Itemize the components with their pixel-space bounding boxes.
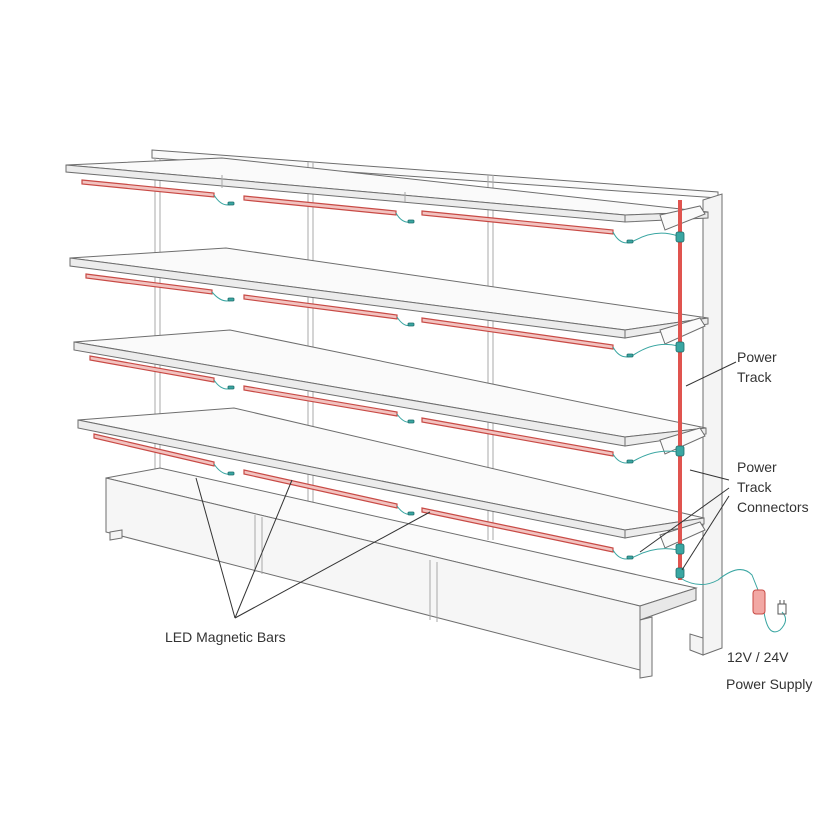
connector-icon — [626, 555, 634, 560]
side-upright — [689, 193, 723, 656]
shelf-row-1 — [65, 157, 709, 231]
led-bars-label: LED Magnetic Bars — [165, 629, 286, 645]
back-panel — [151, 149, 719, 540]
leader-lines — [195, 361, 737, 619]
connectors-label-line-1: Power — [737, 459, 777, 475]
track-connector-icon — [675, 567, 685, 579]
voltage-label: 12V / 24V — [727, 649, 789, 665]
power-track — [675, 200, 685, 580]
led-bar — [421, 507, 614, 553]
connector-icon — [227, 385, 235, 390]
connector-icon — [407, 322, 415, 327]
connectors-label-line-3: Connectors — [737, 499, 809, 515]
power-supply-label: Power Supply — [726, 676, 812, 692]
led-magnetic-bars — [81, 179, 614, 553]
led-bar — [81, 179, 215, 198]
connector-icon — [407, 219, 415, 224]
connector-icon — [407, 511, 415, 516]
led-bar — [89, 355, 215, 383]
connector-icon — [227, 201, 235, 206]
shelf-row-3 — [73, 329, 707, 455]
connector-icon — [227, 297, 235, 302]
led-bar — [243, 385, 398, 417]
connector-icon — [227, 471, 235, 476]
led-bar — [243, 195, 397, 216]
connector-icon — [407, 419, 415, 424]
shelf-row-4 — [77, 407, 706, 549]
led-bar — [243, 294, 398, 320]
labels: Power Track Power Track Connectors LED M… — [165, 349, 812, 692]
led-bar — [421, 210, 614, 235]
connector-icon — [626, 353, 634, 358]
base-cabinets — [105, 467, 698, 679]
connectors-label-line-2: Track — [737, 479, 772, 495]
power-track-label-line-1: Power — [737, 349, 777, 365]
track-connector-icon — [675, 341, 685, 353]
wiring — [211, 194, 786, 633]
led-bar — [93, 433, 215, 467]
shelf-row-2 — [69, 247, 709, 345]
track-connector-icon — [675, 231, 685, 243]
led-bar — [243, 469, 398, 509]
track-connector-icon — [675, 543, 685, 555]
connector-icon — [626, 459, 634, 464]
led-bar — [85, 273, 213, 295]
power-supply — [752, 589, 787, 615]
led-bar — [421, 317, 614, 350]
plug-icon — [777, 600, 787, 615]
track-connector-icon — [675, 445, 685, 457]
power-track-label-line-2: Track — [737, 369, 772, 385]
led-bar — [421, 417, 614, 457]
connector-icon — [626, 239, 634, 244]
power-supply-icon — [752, 589, 766, 615]
